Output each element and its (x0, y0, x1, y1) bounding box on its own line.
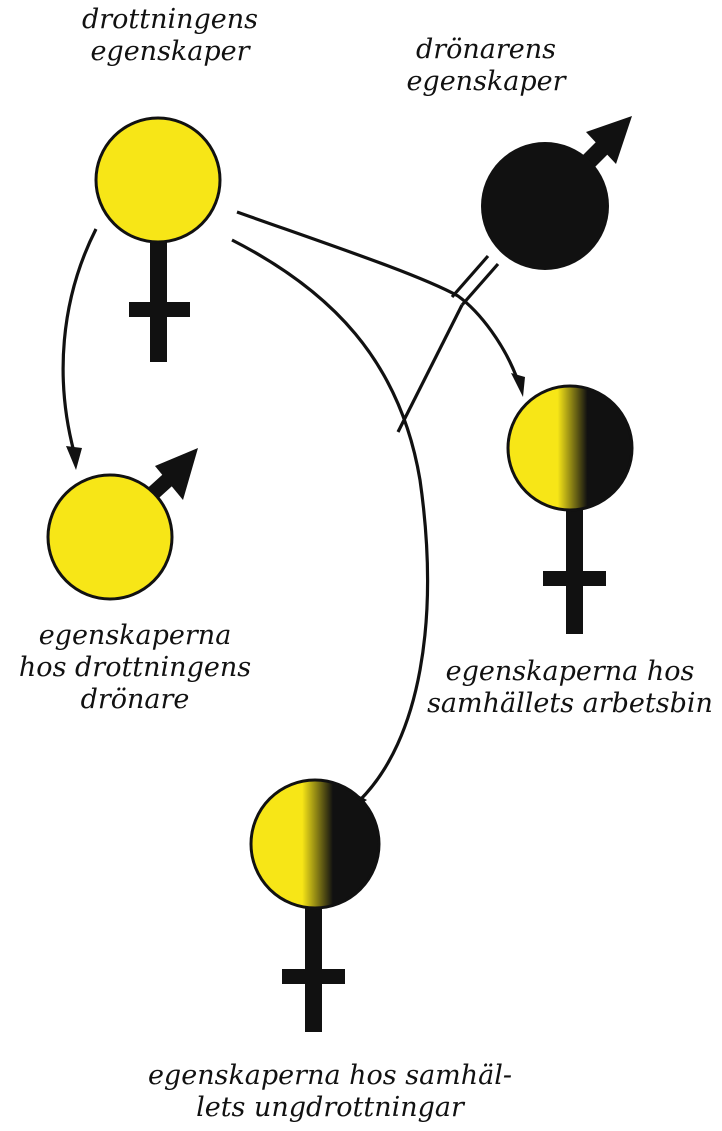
edge-drone-double-line-b (460, 262, 500, 307)
drone-traits-line-2: egenskaper (406, 66, 566, 97)
female-symbol-crossbar (129, 302, 190, 317)
edge-drone-double-line-a (450, 254, 490, 299)
worker-traits-line-2: samhällets arbetsbin (427, 688, 713, 719)
young-queen-circle (249, 778, 381, 910)
drone-traits-label: drönarens egenskaper (386, 34, 586, 98)
queen-traits-label: drottningens egenskaper (60, 4, 280, 68)
worker-circle (506, 384, 634, 512)
edge-queen-to-worker (236, 210, 520, 382)
young-queen-traits-line-2: lets ungdrottningar (196, 1092, 464, 1123)
queen-drone-traits-line-3: drönare (80, 684, 190, 715)
edge-queen-to-queen-drone (61, 228, 98, 453)
female-symbol-stem (305, 900, 322, 1032)
queen-drone-traits-line-1: egenskaperna (38, 620, 232, 651)
young-queen-traits-label: egenskaperna hos samhäl- lets ungdrottni… (120, 1060, 540, 1124)
queen-node (94, 116, 222, 362)
male-symbol-arrow-head (586, 116, 632, 164)
worker-traits-line-1: egenskaperna hos (445, 656, 695, 687)
queen-traits-line-1: drottningens (81, 4, 259, 35)
edge-queen-to-young-queen (231, 238, 430, 802)
drone-node (481, 116, 632, 270)
female-symbol-stem (566, 500, 583, 634)
young-queen-traits-line-1: egenskaperna hos samhäl- (147, 1060, 513, 1091)
male-symbol-arrow-head (155, 448, 198, 500)
connector-lines (61, 210, 520, 802)
queen-drone-node (46, 448, 198, 601)
worker-node (506, 384, 634, 634)
queen-circle (94, 116, 222, 244)
edge-drone-to-young-queen (396, 304, 464, 433)
queen-drone-circle (46, 473, 174, 601)
female-symbol-crossbar (282, 969, 345, 984)
arrowhead-queen-drone (66, 446, 82, 470)
young-queen-node (249, 778, 381, 1032)
queen-traits-line-2: egenskaper (90, 36, 250, 67)
drone-circle (481, 142, 609, 270)
female-symbol-crossbar (543, 571, 606, 586)
queen-drone-traits-line-2: hos drottningens (18, 652, 252, 683)
drone-traits-line-1: drönarens (415, 34, 557, 65)
arrowhead-worker (511, 373, 525, 397)
female-symbol-stem (150, 236, 167, 362)
worker-traits-label: egenskaperna hos samhällets arbetsbin (422, 656, 718, 720)
queen-drone-traits-label: egenskaperna hos drottningens drönare (10, 620, 260, 716)
